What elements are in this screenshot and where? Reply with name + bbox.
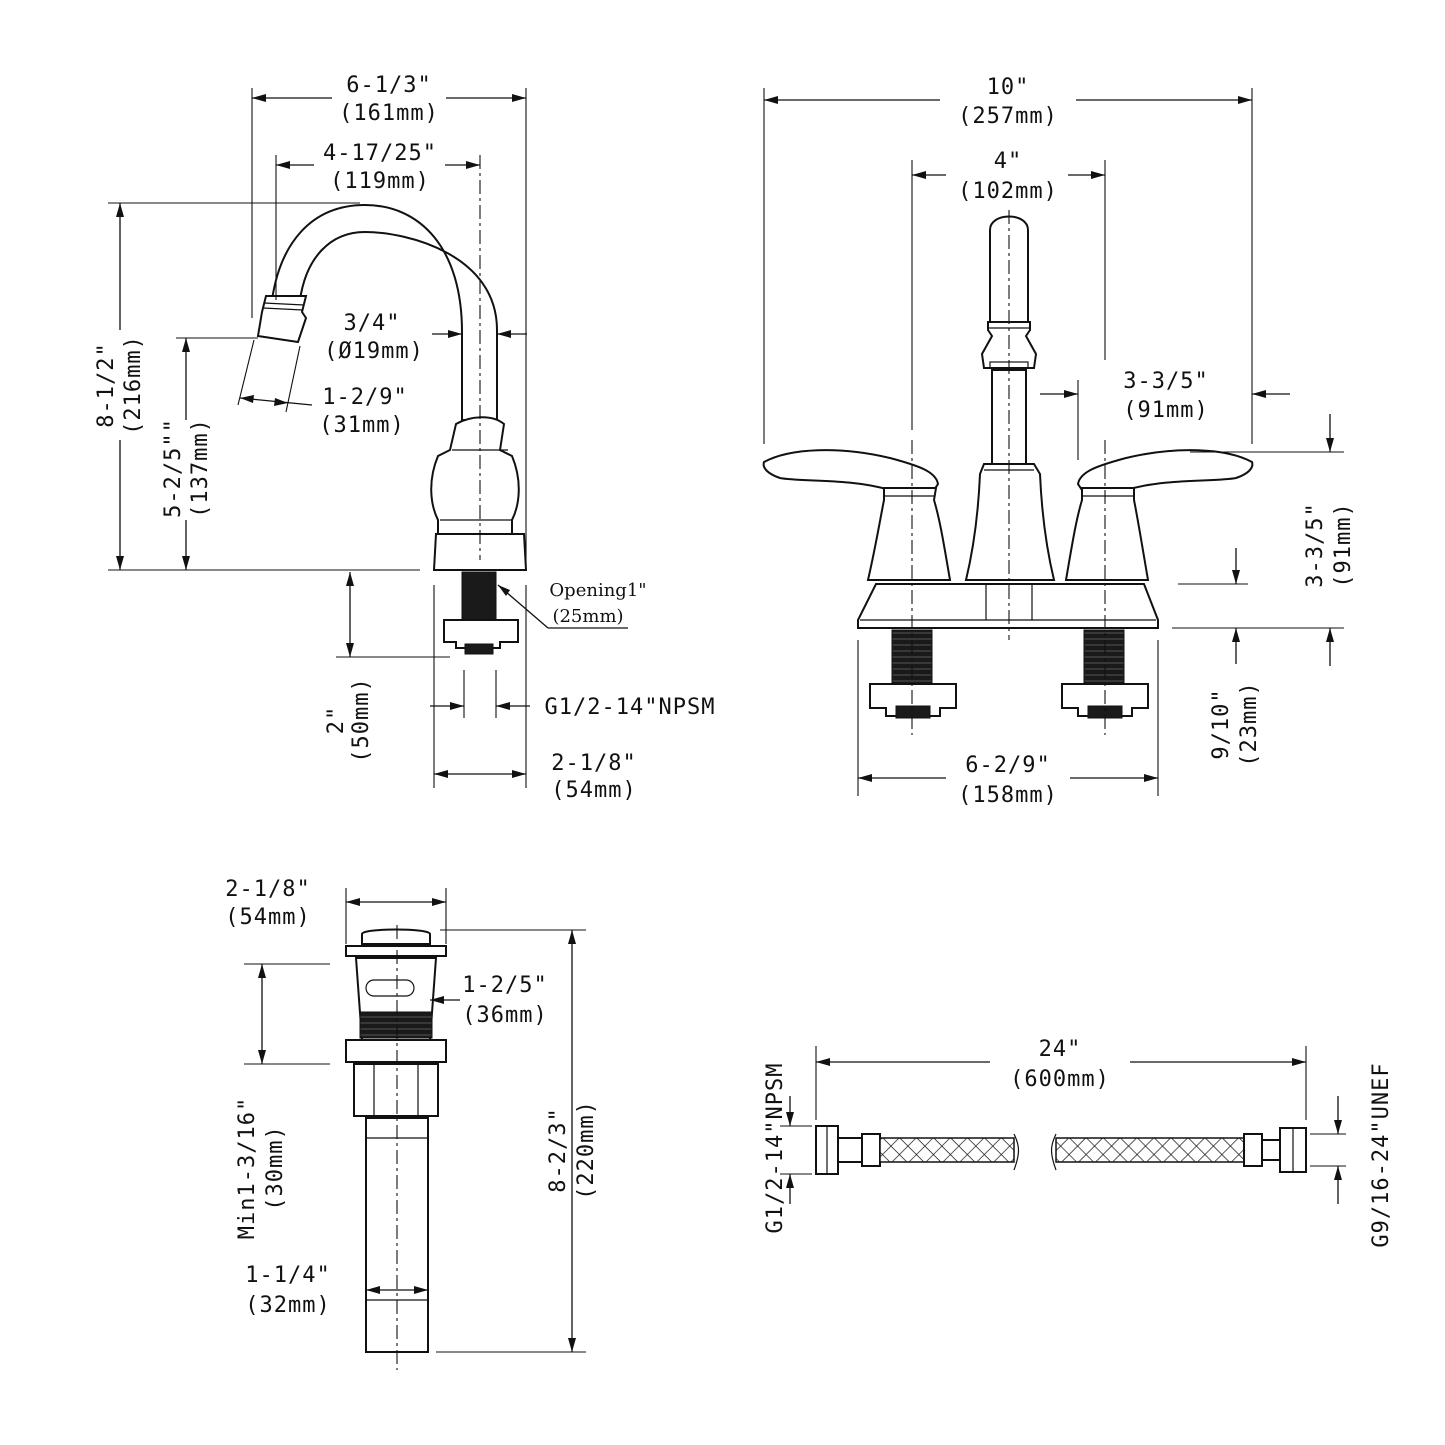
faucet-body: [430, 416, 520, 535]
aerator: [256, 295, 308, 344]
front-center: 4": [994, 149, 1023, 174]
side-opening-mm: (25mm): [552, 606, 623, 627]
side-thread: G1/2-14"NPSM: [545, 695, 716, 720]
front-handle: 3-3/5": [1123, 369, 1208, 394]
front-view: 10" (257mm) 4" (102mm) 3-3/5" (91mm) 3-3…: [762, 75, 1356, 808]
side-spout-reach: 4-17/25": [323, 141, 437, 166]
side-spout-reach-mm: (119mm): [330, 169, 430, 194]
drain-cap-width-mm: (54mm): [225, 905, 310, 930]
drain-overall-length-mm: (220mm): [574, 1100, 599, 1200]
drain-min-thickness: Min1-3/16": [235, 1097, 260, 1239]
side-opening: Opening1": [549, 580, 646, 601]
base: [432, 533, 528, 571]
front-center-mm: (102mm): [958, 179, 1058, 204]
drain-cap: [361, 928, 431, 945]
side-view: 6-1/3" (161mm) 4-17/25" (119mm) 8-1/2" (…: [94, 73, 716, 803]
hose-left-thread: G1/2-14"NPSM: [763, 1063, 788, 1234]
side-shank-length-mm: (50mm): [349, 677, 374, 762]
mounting-nut: [443, 619, 519, 649]
side-spout-diameter-mm: (Ø19mm): [324, 339, 424, 364]
front-right-shank: [1083, 629, 1125, 693]
front-handle-height: 3-3/5": [1303, 502, 1328, 587]
hose-braid-left: [879, 1137, 1015, 1163]
drain-tail-diameter-mm: (32mm): [245, 1293, 330, 1318]
front-handle-height-mm: (91mm): [1331, 502, 1356, 587]
front-base-width-mm: (158mm): [958, 783, 1058, 808]
hose-length: 24": [1039, 1037, 1082, 1062]
side-base-width-mm: (54mm): [551, 778, 636, 803]
side-spout-height: 5-2/5"": [161, 418, 186, 518]
front-deck-height-mm: (23mm): [1237, 681, 1262, 766]
hose-right-thread: G9/16-24"UNEF: [1369, 1062, 1394, 1247]
front-base-width: 6-2/9": [965, 753, 1050, 778]
side-overall-width-mm: (161mm): [339, 101, 439, 126]
side-spout-height-mm: (137mm): [188, 418, 213, 518]
hose-length-mm: (600mm): [1010, 1067, 1110, 1092]
side-aerator-mm: (31mm): [319, 413, 404, 438]
front-overall-width: 10": [987, 75, 1030, 100]
side-overall-height: 8-1/2": [94, 342, 119, 427]
drain-body-width-mm: (36mm): [462, 1003, 547, 1028]
side-base-width: 2-1/8": [551, 751, 636, 776]
side-spout-diameter: 3/4": [344, 311, 401, 336]
drain-view: 2-1/8" (54mm) 1-2/5" (36mm) Min1-3/16" (…: [225, 877, 599, 1370]
side-overall-width: 6-1/3": [346, 73, 431, 98]
drain-overall-length: 8-2/3": [546, 1107, 571, 1192]
front-overall-width-mm: (257mm): [958, 104, 1058, 129]
drain-min-thickness-mm: (30mm): [263, 1125, 288, 1210]
hose-braid-right: [1055, 1137, 1245, 1163]
side-overall-height-mm: (216mm): [121, 335, 146, 435]
front-handle-mm: (91mm): [1123, 398, 1208, 423]
deck-plate: [857, 583, 1159, 629]
drain-cap-width: 2-1/8": [225, 877, 310, 902]
side-aerator: 1-2/9": [322, 385, 407, 410]
front-body: [964, 463, 1056, 581]
front-deck-height: 9/10": [1209, 688, 1234, 759]
side-shank-length: 2": [324, 706, 349, 735]
hose-view: 24" (600mm) G1/2-14"NPSM G9/16-24"UNEF: [763, 1037, 1394, 1248]
drain-tail-diameter: 1-1/4": [245, 1263, 330, 1288]
drain-nut: [353, 1063, 439, 1117]
drain-body-width: 1-2/5": [462, 973, 547, 998]
